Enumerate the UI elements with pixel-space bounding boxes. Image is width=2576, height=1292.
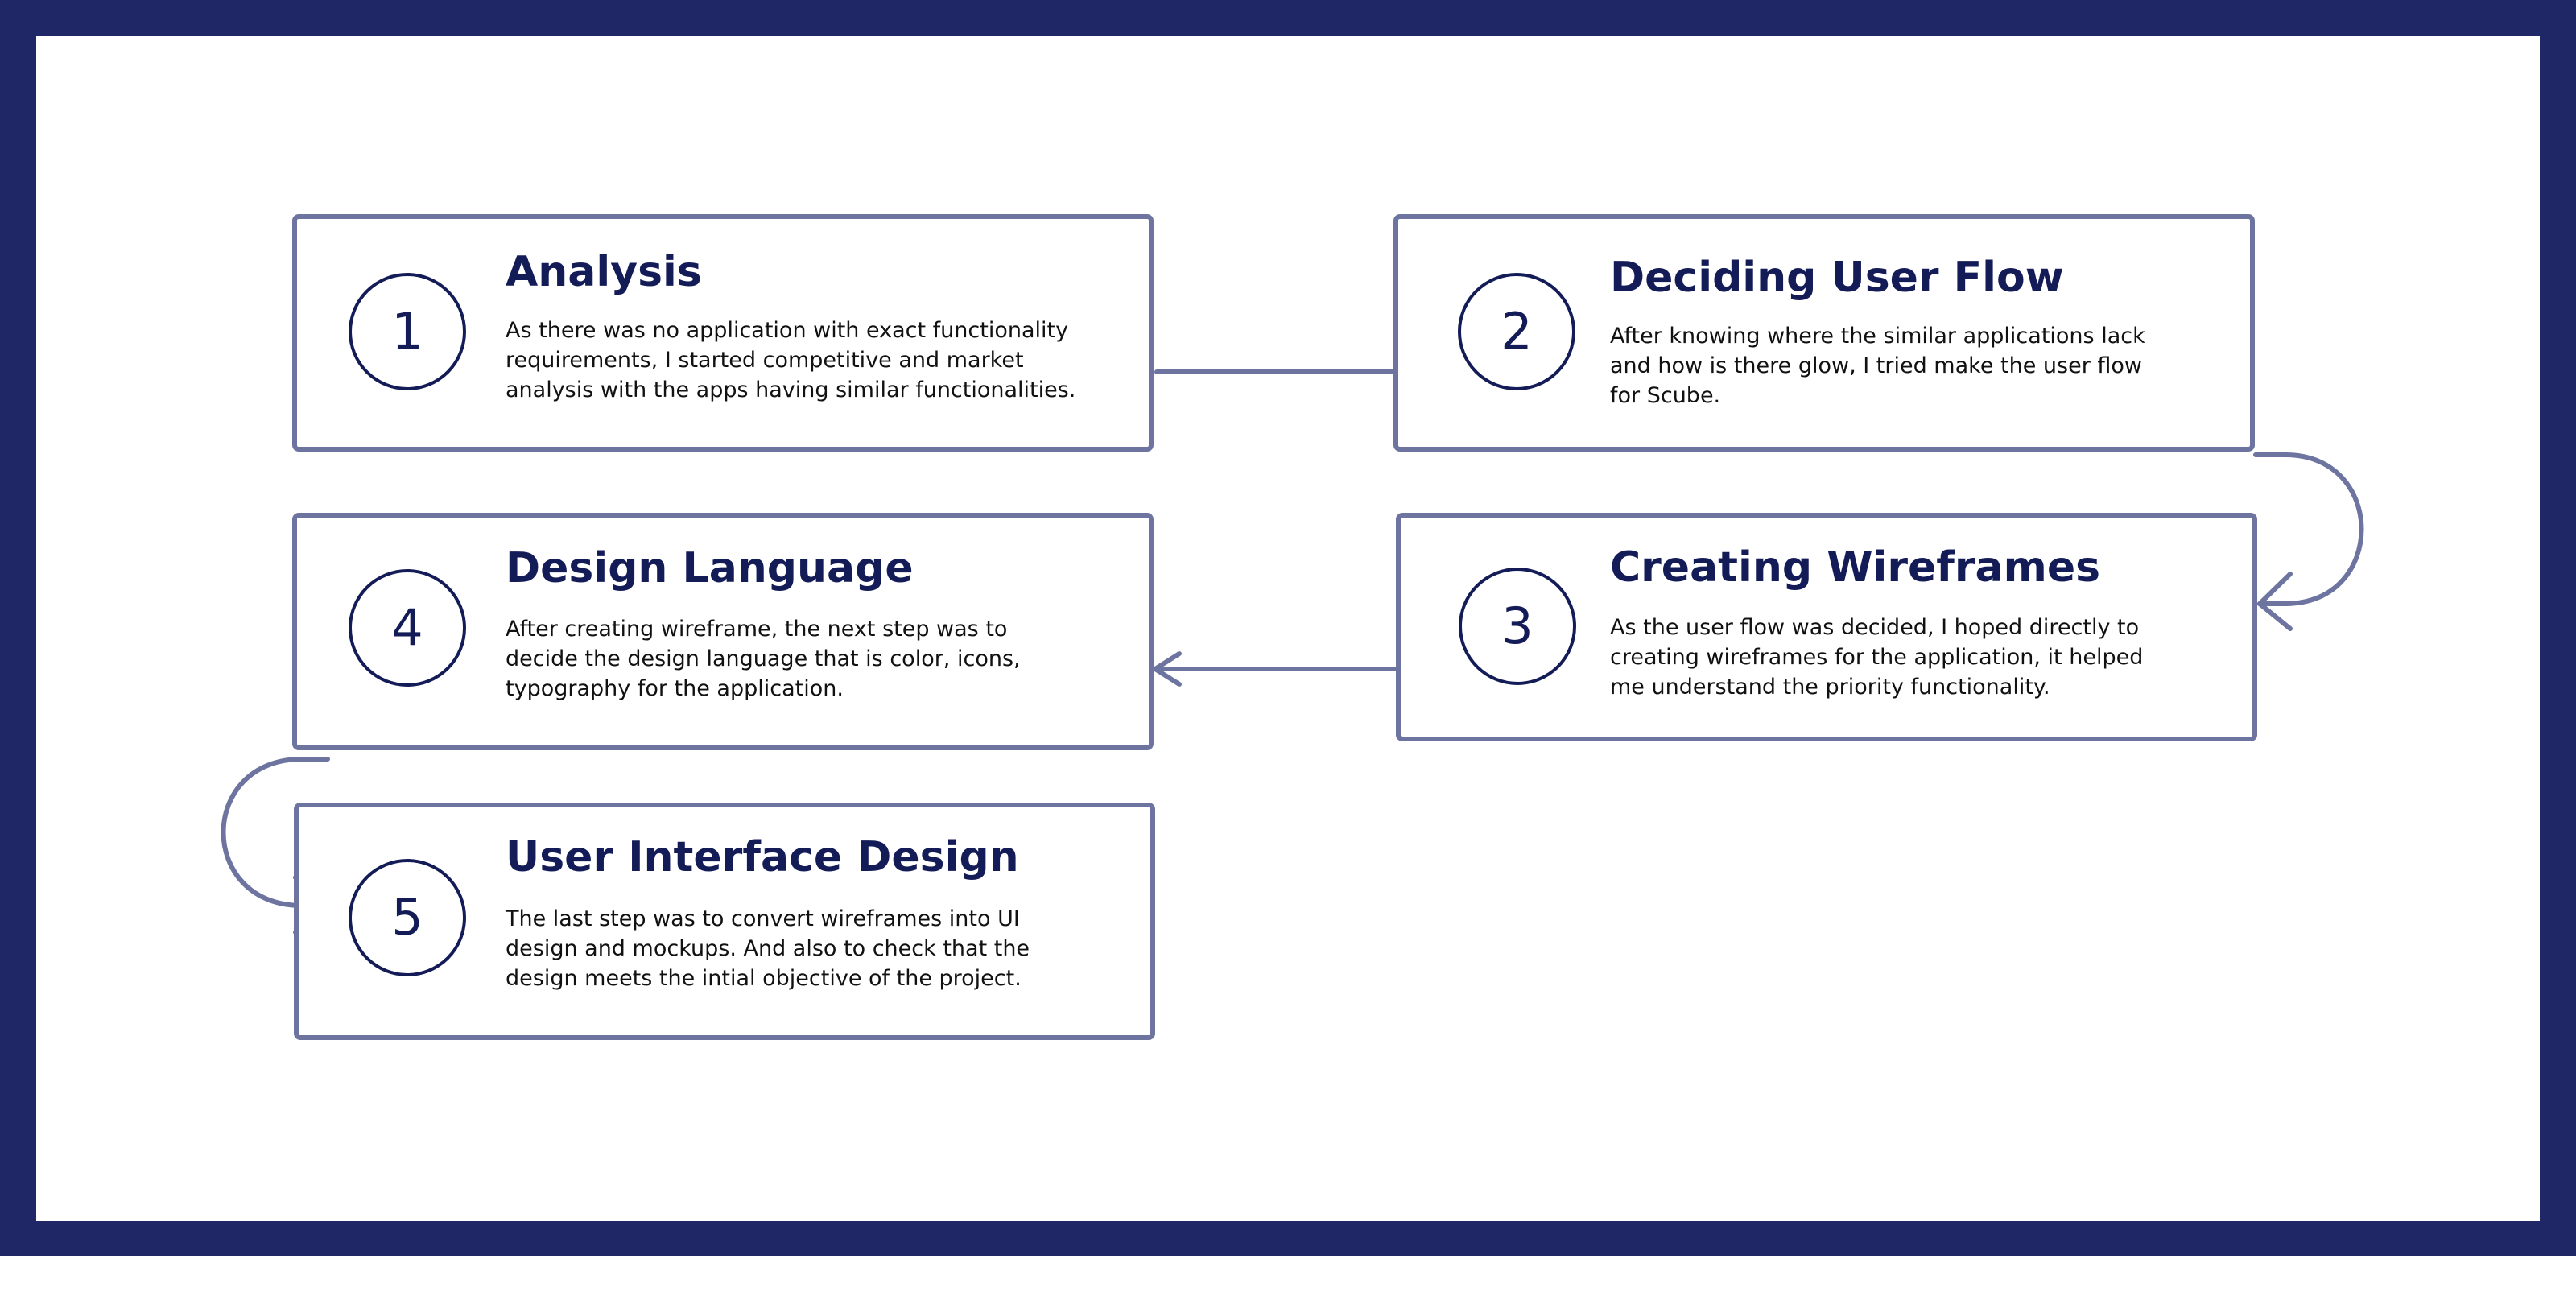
step-description: As the user flow was decided, I hoped di… — [1610, 615, 2144, 700]
step-card-4: 4 Design Language After creating wirefra… — [292, 513, 1154, 750]
step-title: Creating Wireframes — [1610, 543, 2101, 592]
connector-1-to-2 — [1154, 354, 1426, 390]
step-title: Deciding User Flow — [1610, 254, 2064, 302]
step-number-badge: 3 — [1459, 568, 1576, 685]
step-description: After creating wireframe, the next step … — [506, 617, 1021, 701]
step-card-5: 5 User Interface Design The last step wa… — [294, 803, 1155, 1040]
step-description: After knowing where the similar applicat… — [1610, 324, 2145, 408]
step-description: As there was no application with exact f… — [506, 318, 1076, 402]
step-number-badge: 1 — [349, 273, 466, 390]
step-card-3: 3 Creating Wireframes As the user flow w… — [1396, 513, 2257, 741]
diagram-frame: 1 Analysis As there was no application w… — [0, 0, 2576, 1256]
step-card-2: 2 Deciding User Flow After knowing where… — [1393, 214, 2255, 452]
step-number-badge: 2 — [1458, 273, 1575, 390]
connector-3-to-4 — [1153, 651, 1430, 687]
step-card-1: 1 Analysis As there was no application w… — [292, 214, 1154, 452]
step-title: Analysis — [506, 248, 702, 296]
step-number-badge: 4 — [349, 569, 466, 687]
step-title: User Interface Design — [506, 833, 1019, 881]
step-number-badge: 5 — [349, 859, 466, 976]
connector-2-to-3 — [2253, 452, 2364, 631]
step-description: The last step was to convert wireframes … — [506, 906, 1030, 991]
step-title: Design Language — [506, 544, 914, 592]
